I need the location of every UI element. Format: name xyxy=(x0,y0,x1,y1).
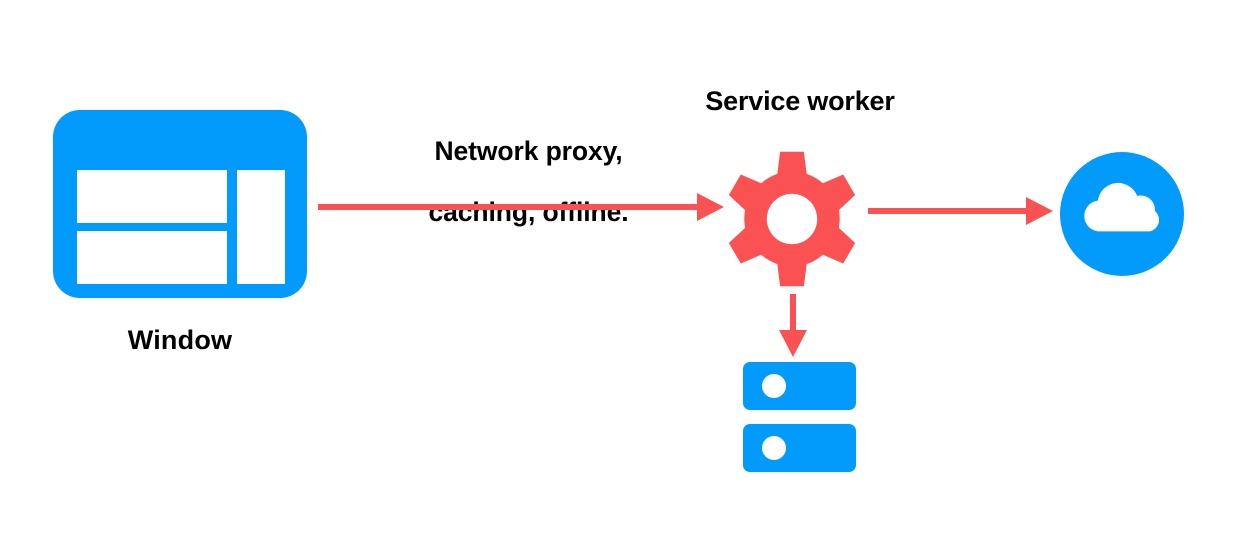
edge-label-line-2: caching, offline. xyxy=(428,197,629,228)
browser-window-icon xyxy=(53,110,307,298)
arrow-service-worker-to-database xyxy=(779,294,807,357)
database-shelf-bottom-icon xyxy=(743,424,856,472)
edge-label-network-proxy: Network proxy, caching, offline. xyxy=(381,105,647,259)
database-shelf-top-icon xyxy=(743,362,856,410)
service-worker-node-label: Service worker xyxy=(705,86,895,116)
database-icon xyxy=(743,362,856,472)
edge-label-line-1: Network proxy, xyxy=(434,135,623,166)
window-pane-side-icon xyxy=(237,170,285,284)
database-indicator-dot-icon xyxy=(762,436,786,460)
database-indicator-dot-icon xyxy=(762,374,786,398)
window-pane-top-icon xyxy=(77,170,227,223)
gear-icon xyxy=(728,151,856,287)
arrow-service-worker-to-cloud xyxy=(868,197,1053,225)
window-pane-bottom-icon xyxy=(77,231,227,284)
cloud-icon xyxy=(1060,152,1184,276)
window-node-label: Window xyxy=(127,325,233,355)
